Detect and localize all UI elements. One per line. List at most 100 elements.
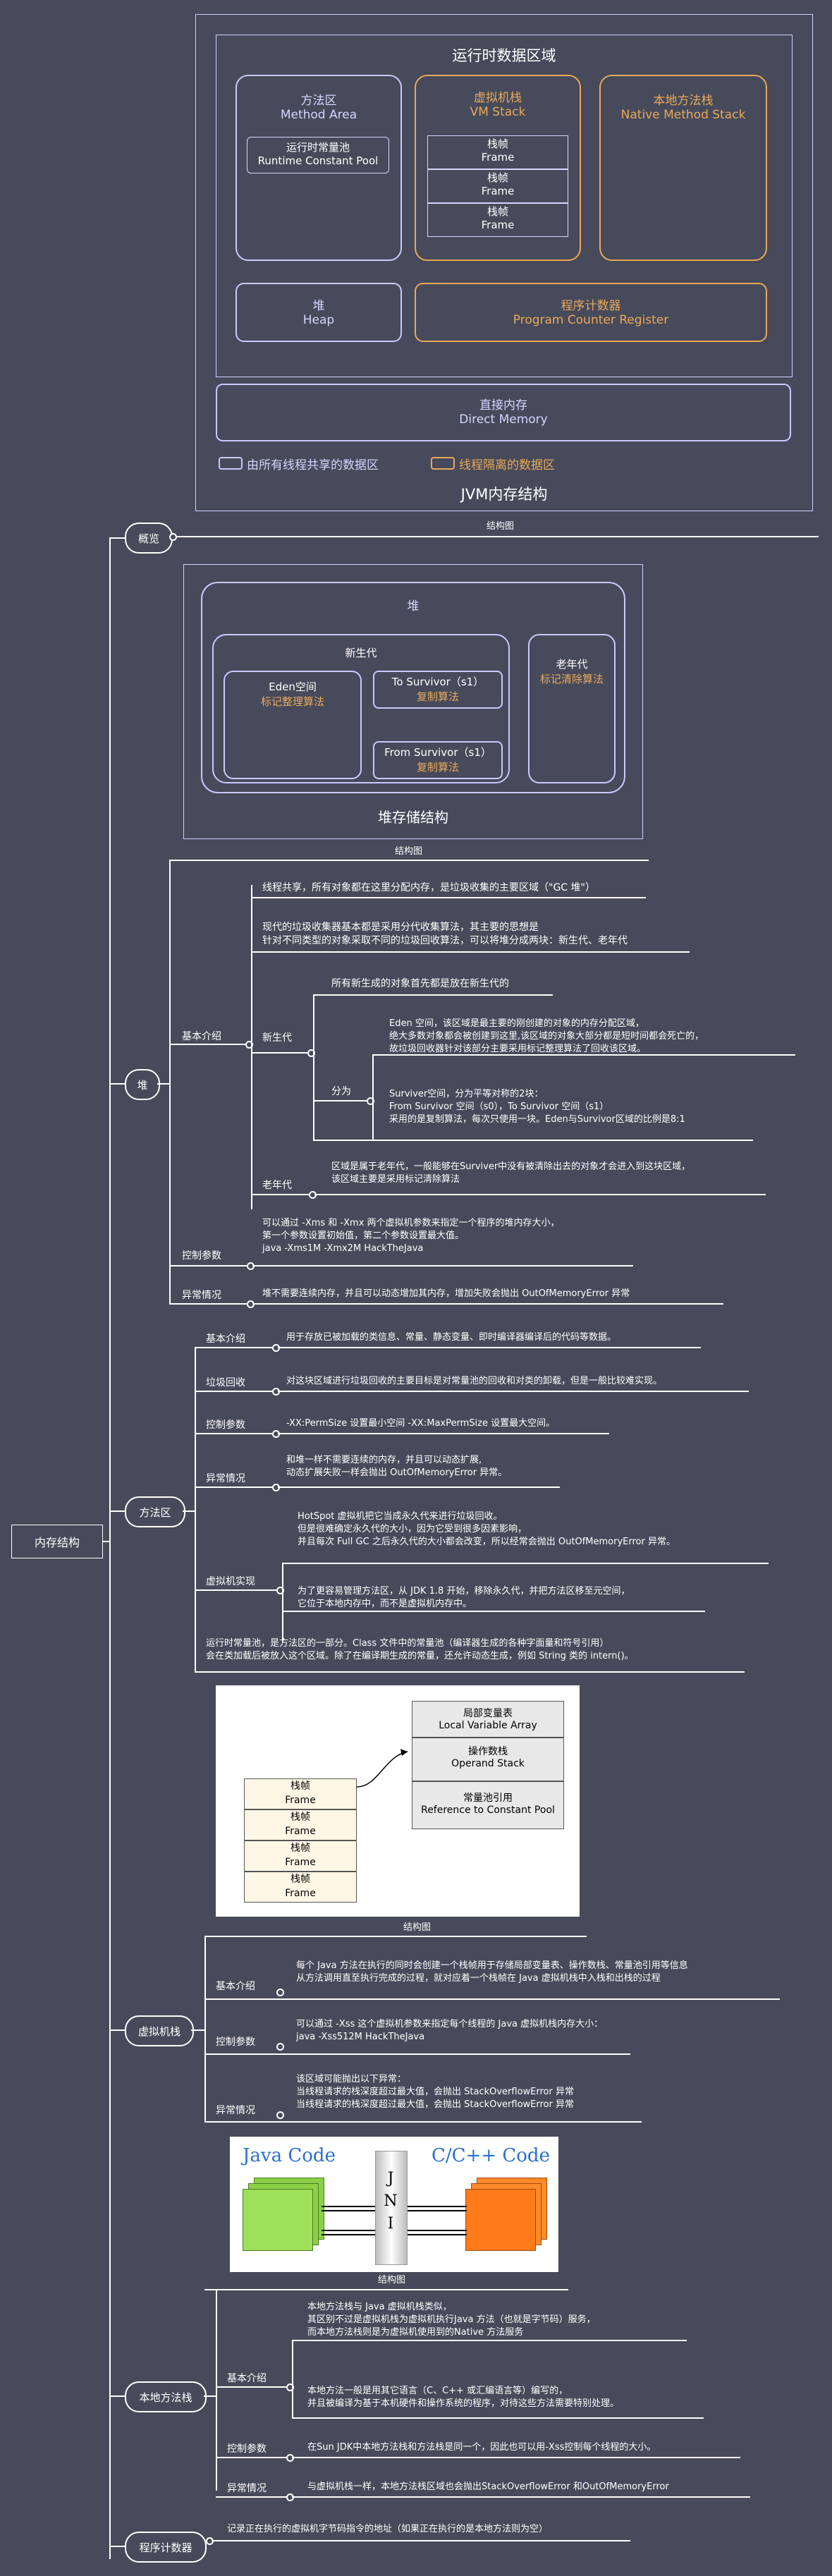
root-node[interactable]: 内存结构 (11, 1525, 103, 1558)
to-survivor-box: To Survivor（s1） 复制算法 (373, 671, 503, 709)
ma-exc-line (195, 1487, 272, 1488)
vs-struct-label: 结构图 (403, 1922, 432, 1933)
method-area-box: 方法区 Method Area 运行时常量池 Runtime Constant … (235, 75, 402, 261)
ma-exc-text: 和堆一样不需要连续的内存，并且可以动态扩展, 动态扩展失败一样会抛出 OutOf… (286, 1455, 508, 1478)
ma-intro-text-line (278, 1347, 701, 1348)
vs-connector (109, 2029, 125, 2031)
heap-exc-line (169, 1303, 254, 1305)
split-vert (372, 1054, 374, 1140)
heap-struct-underline (169, 860, 649, 861)
ns-intro-dot (286, 2383, 294, 2391)
young-dot (307, 1049, 315, 1057)
from-survivor-box: From Survivor（s1） 复制算法 (373, 741, 503, 779)
local-var-box: 局部变量表 Local Variable Array (412, 1701, 564, 1738)
young-vert (313, 994, 314, 1141)
vs-struct-underline (204, 1936, 587, 1937)
root-connector (103, 1541, 110, 1542)
jvm-diagram: 运行时数据区域 方法区 Method Area 运行时常量池 Runtime C… (195, 14, 813, 511)
old-line (251, 1194, 319, 1195)
vs-intro-dot (276, 1989, 284, 1996)
jvm-diagram-caption: JVM内存结构 (460, 486, 548, 503)
ns-branch-vert (216, 2289, 217, 2491)
split-line (313, 1100, 367, 1101)
operand-stack-box: 操作数栈 Operand Stack (412, 1738, 564, 1781)
node-native-stack[interactable]: 本地方法栈 (125, 2381, 207, 2412)
ma-impl-bottom (282, 1611, 283, 1612)
heap-connector (109, 1083, 125, 1085)
runtime-area-title: 运行时数据区域 (452, 47, 556, 64)
young-label: 新生代 (262, 1032, 292, 1044)
ma-params-line (195, 1433, 272, 1434)
ns-struct-label: 结构图 (378, 2275, 406, 2285)
eden-text: Eden 空间，该区域是最主要的刚创建的对象的内存分配区域， 绝大多数对象都会被… (389, 1018, 704, 1054)
heap-basic-vert (251, 885, 252, 1209)
ma-gc-line (195, 1391, 272, 1392)
heap-text-1: 线程共享，所有对象都在这里分配内存，是垃圾收集的主要区域（"GC 堆"） (262, 882, 595, 893)
node-heap[interactable]: 堆 (125, 1069, 160, 1100)
ma-intro-line (195, 1347, 279, 1348)
frame-arrow-icon (356, 1749, 408, 1788)
ns-exc-text: 与虚拟机栈一样，本地方法栈区域也会抛出StackOverflowError 和O… (307, 2482, 669, 2492)
spine-main (109, 539, 111, 2559)
heap-struct-caption: 堆存储结构 (378, 809, 448, 826)
old-text-line (314, 1194, 766, 1195)
node-method-area[interactable]: 方法区 (125, 1496, 185, 1527)
ns-intro-line (216, 2386, 292, 2388)
runtime-area-frame (216, 35, 793, 377)
ma-exc-text-line (278, 1487, 560, 1488)
vs-intro-text-line (282, 1998, 780, 2000)
pc-text-line (212, 2540, 630, 2541)
native-stack-box: 本地方法栈 Native Method Stack (599, 75, 767, 261)
vs-exc-text: 该区域可能抛出以下异常： 当线程请求的栈深度超过最大值，会抛出 StackOve… (296, 2074, 574, 2110)
heap-branch-vert (169, 860, 171, 1305)
heap-basic-dot (245, 1041, 253, 1049)
heap-text-2-line (251, 951, 690, 953)
vs-params-text-line (282, 2053, 630, 2055)
pc-text: 记录正在执行的虚拟机字节码指令的地址（如果正在执行的是本地方法则为空） (227, 2524, 549, 2534)
heap-exc-text-line (252, 1303, 723, 1305)
legend-shared-label: 由所有线程共享的数据区 (247, 458, 379, 472)
java-file-front (243, 2189, 313, 2251)
old-label: 老年代 (262, 1180, 292, 1191)
node-vm-stack[interactable]: 虚拟机栈 (125, 2015, 194, 2046)
vs-params-text: 可以通过 -Xss 这个虚拟机参数来指定每个线程的 Java 虚拟机栈内存大小：… (296, 2019, 604, 2042)
young-bottom (313, 1140, 374, 1141)
ma-params-text-line (278, 1433, 609, 1434)
ns-connector (109, 2395, 125, 2397)
overview-dot (169, 533, 177, 541)
jni-diagram: Java Code C/C++ Code J N I (230, 2137, 558, 2272)
vs-branch-vert (204, 1936, 206, 2122)
ma-gc-text: 对这块区域进行垃圾回收的主要目标是对常量池的回收和对类的卸载，但是一般比较难实现… (286, 1376, 663, 1386)
survivor-line (372, 1140, 753, 1141)
ma-rcp-line (195, 1671, 745, 1673)
old-text: 区域是属于老年代，一般能够在Surviver中没有被清除出去的对象才会进入到这块… (331, 1161, 691, 1185)
ns-intro-text-2-line (292, 2417, 704, 2419)
heap-text-1-line (251, 897, 646, 898)
ma-intro-label: 基本介绍 (206, 1333, 245, 1345)
ma-branch-vert (195, 1347, 196, 1673)
legend-shared-swatch (219, 457, 243, 470)
heap-params-text: 可以通过 -Xms 和 -Xmx 两个虚拟机参数来指定一个程序的堆内存大小， 第… (262, 1218, 560, 1254)
jni-label: J N I (384, 2170, 398, 2233)
ma-rcp-text: 运行时常量池，是方法区的一部分。Class 文件中的常量池（编译器生成的各种字面… (206, 1638, 634, 1661)
vs-exc-text-line (282, 2121, 642, 2123)
young-text-1: 所有新生成的对象首先都是放在新生代的 (331, 978, 509, 989)
ns-intro-vert (292, 2340, 293, 2419)
vs-params-label: 控制参数 (216, 2037, 255, 2048)
vs-exc-line (204, 2121, 282, 2123)
runtime-constant-pool-box: 运行时常量池 Runtime Constant Pool (247, 137, 389, 173)
const-ref-box: 常量池引用 Reference to Constant Pool (412, 1781, 564, 1829)
ns-intro-text-1-line (292, 2340, 687, 2341)
vs-intro-text: 每个 Java 方法在执行的同时会创建一个栈帧用于存储局部变量表、操作数栈、常量… (296, 1960, 688, 1984)
old-gen-box: 老年代 标记清除算法 (528, 634, 616, 783)
ma-impl-text-1-line (282, 1563, 769, 1564)
vs-exc-label: 异常情况 (216, 2105, 255, 2116)
heap-exc-text: 堆不需要连续内存，并且可以动态增加其内存，增加失败会抛出 OutOfMemory… (262, 1288, 630, 1299)
node-program-counter[interactable]: 程序计数器 (125, 2532, 207, 2563)
ns-params-text-line (292, 2457, 740, 2458)
overview-struct-label: 结构图 (487, 521, 515, 532)
node-overview[interactable]: 概览 (125, 523, 173, 554)
vs-intro-line (204, 1998, 282, 2000)
